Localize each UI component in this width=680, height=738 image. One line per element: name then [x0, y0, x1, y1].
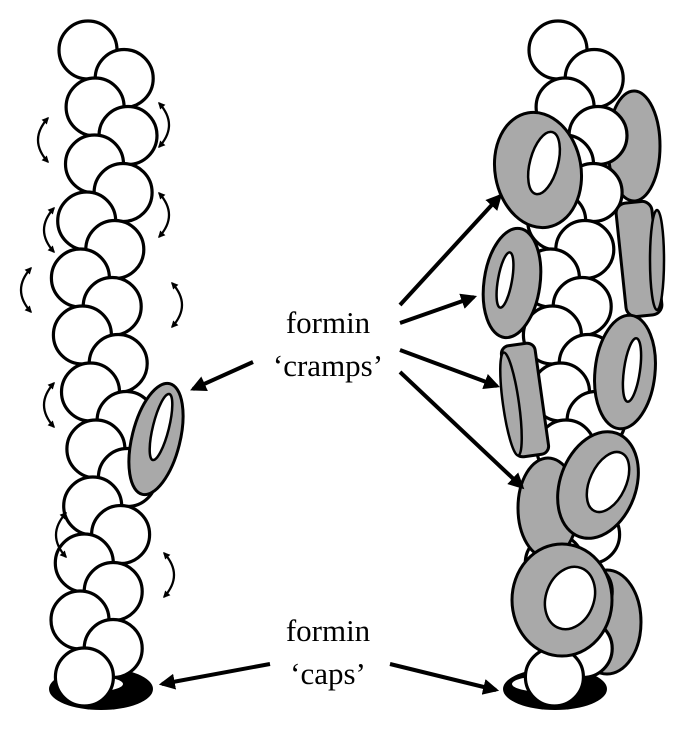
- rotation-arrow: [158, 191, 171, 239]
- cramps-label-line2: ‘cramps’: [273, 348, 383, 383]
- rotation-arrows: [19, 101, 184, 599]
- formin-ring: [481, 226, 543, 340]
- caps-arrows: [158, 662, 500, 695]
- caps-label-line2: ‘caps’: [290, 656, 366, 691]
- rotation-arrow: [19, 266, 32, 314]
- formin-ring: [614, 199, 666, 319]
- rotation-arrow: [158, 101, 171, 149]
- left-formin-cramp: [127, 381, 185, 497]
- actin-subunit: [53, 646, 116, 708]
- formin-ring: [556, 430, 640, 540]
- rotation-arrow: [36, 116, 49, 164]
- formin-ring: [510, 542, 614, 658]
- caps-label-line1: formin: [286, 613, 371, 648]
- formin-ring: [499, 341, 551, 459]
- formin-ring: [593, 313, 657, 431]
- rotation-arrow: [171, 281, 184, 329]
- cramps-label-line1: formin: [286, 305, 371, 340]
- right-formin-cramps: [481, 110, 666, 658]
- formin-ring: [492, 110, 584, 230]
- rotation-arrow: [54, 511, 67, 559]
- rotation-arrow: [42, 381, 55, 429]
- cramps-arrows: [190, 193, 525, 490]
- rotation-arrow: [42, 206, 55, 254]
- left-actin-filament: [49, 19, 159, 708]
- rotation-arrow: [163, 551, 176, 599]
